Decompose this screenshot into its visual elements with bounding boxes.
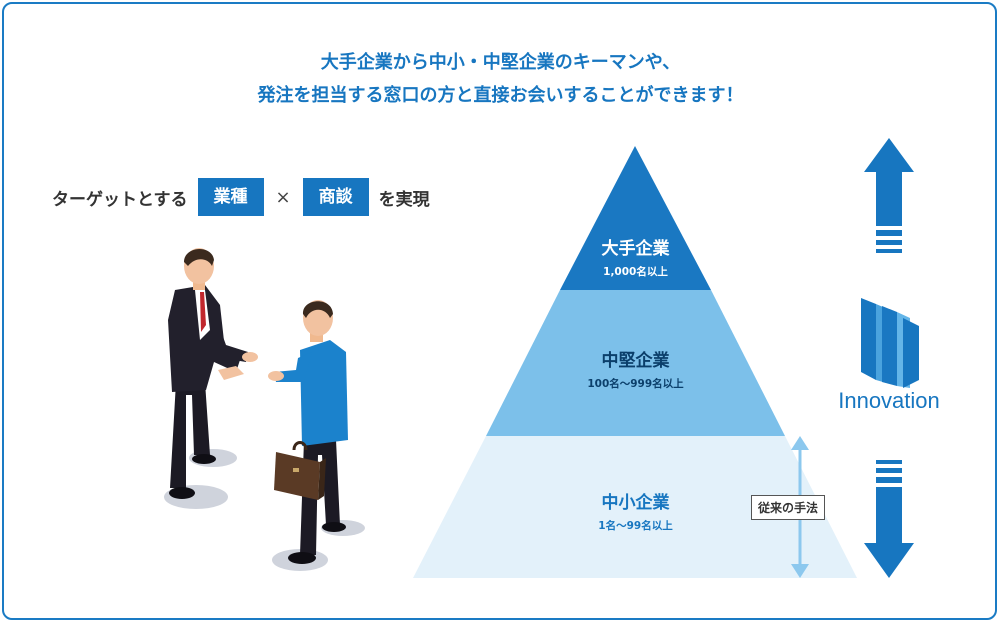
tier-middle-range: 100名〜999名以上 <box>587 378 684 390</box>
business-meeting-tag: 商談 <box>302 178 369 216</box>
tier-bottom-range: 1名〜99名以上 <box>598 520 673 532</box>
tier-bottom-label: 中小企業 1名〜99名以上 <box>530 488 741 533</box>
target-suffix: を実現 <box>378 189 430 210</box>
up-arrow-icon <box>864 138 914 253</box>
headline-line-1: 大手企業から中小・中堅企業のキーマンや、 <box>320 52 681 73</box>
tier-middle-name: 中堅企業 <box>601 351 670 371</box>
down-arrow-icon <box>864 460 914 578</box>
brand-name: Innovation <box>838 388 940 413</box>
pyramid-tier-top <box>560 146 711 290</box>
pyramid-tier-middle <box>486 290 785 436</box>
traditional-method-label: 従来の手法 <box>751 495 826 520</box>
target-statement: ターゲットとする 業種 × 商談 を実現 <box>52 178 430 216</box>
tier-bottom-name: 中小企業 <box>601 493 670 513</box>
tier-top-name: 大手企業 <box>601 239 670 259</box>
industry-tag: 業種 <box>197 178 264 216</box>
handshake-illustration <box>164 248 365 571</box>
pyramid-tier-bottom <box>413 436 857 578</box>
headline: 大手企業から中小・中堅企業のキーマンや、 発注を担当する窓口の方と直接お会いする… <box>0 46 1001 112</box>
innovation-logo-icon <box>861 298 919 388</box>
briefcase-icon <box>274 441 326 500</box>
tier-top-range: 1,000名以上 <box>603 266 668 278</box>
tier-middle-label: 中堅企業 100名〜999名以上 <box>530 346 741 391</box>
tier-top-label: 大手企業 1,000名以上 <box>560 234 711 279</box>
times-symbol: × <box>275 186 291 208</box>
headline-line-2: 発注を担当する窓口の方と直接お会いすることができます！ <box>257 85 744 106</box>
target-prefix: ターゲットとする <box>52 189 188 210</box>
